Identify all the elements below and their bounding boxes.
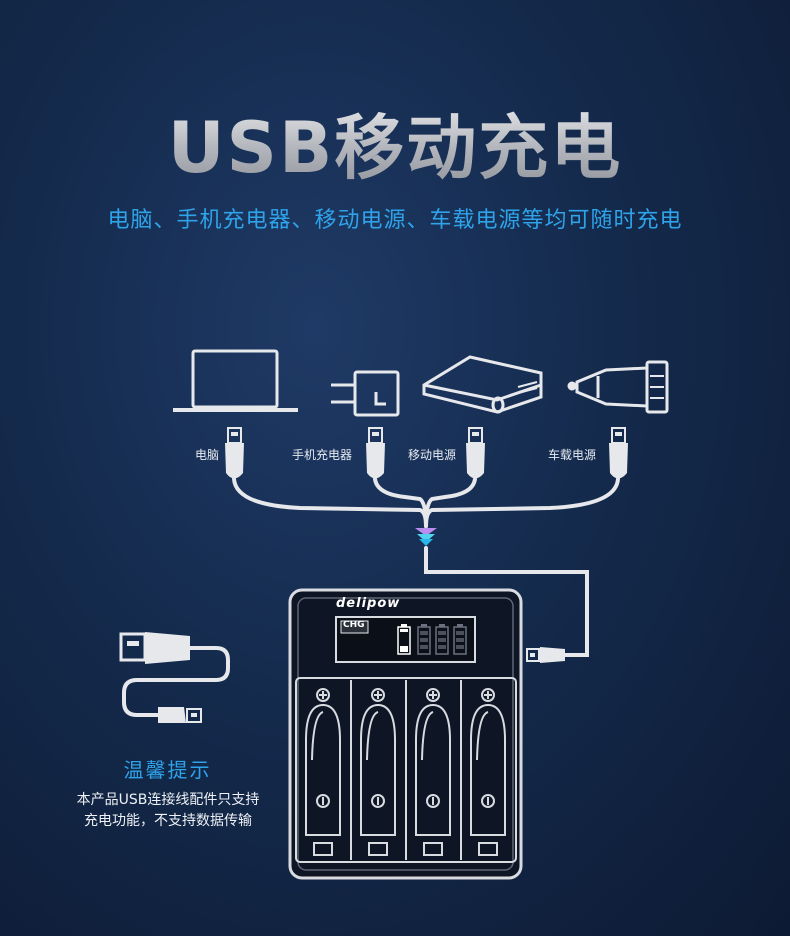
source-label-wall-charger: 手机充电器 [292,448,353,462]
tip-title: 温馨提示 [123,758,212,782]
charger-brand: delipow [336,596,401,611]
cable-bundle [232,477,620,657]
usb-plug-wall-charger-icon [366,427,385,479]
wall-charger-icon [331,370,400,417]
tip-text: 本产品USB连接线配件只支持 充电功能，不支持数据传输 [44,790,292,832]
car-charger-icon [567,360,669,414]
tip-line-1: 本产品USB连接线配件只支持 [76,792,260,808]
battery-slot-2 [360,688,396,856]
battery-level-icons [397,624,467,655]
battery-charger [288,588,523,880]
cable-junction [415,528,437,546]
battery-slot-4 [470,688,506,856]
tip-line-2: 充电功能，不支持数据传输 [84,813,252,829]
battery-slot-1 [305,688,341,856]
usb-cable-icon [119,632,230,723]
subtitle: 电脑、手机充电器、移动电源、车载电源等均可随时充电 [107,208,683,233]
headline: USB移动充电 [0,92,790,193]
source-label-laptop: 电脑 [195,448,220,462]
micro-usb-plug-icon [526,647,565,663]
battery-slot-3 [415,688,451,856]
source-label-power-bank: 移动电源 [408,448,457,462]
source-label-car-charger: 车载电源 [548,448,597,462]
usb-plug-laptop-icon [225,427,244,479]
lcd-chg-label: CHG [343,620,365,630]
power-bank-icon [422,355,543,414]
laptop-icon [173,349,298,412]
usb-plug-car-charger-icon [609,427,628,479]
usb-plug-power-bank-icon [466,427,485,479]
